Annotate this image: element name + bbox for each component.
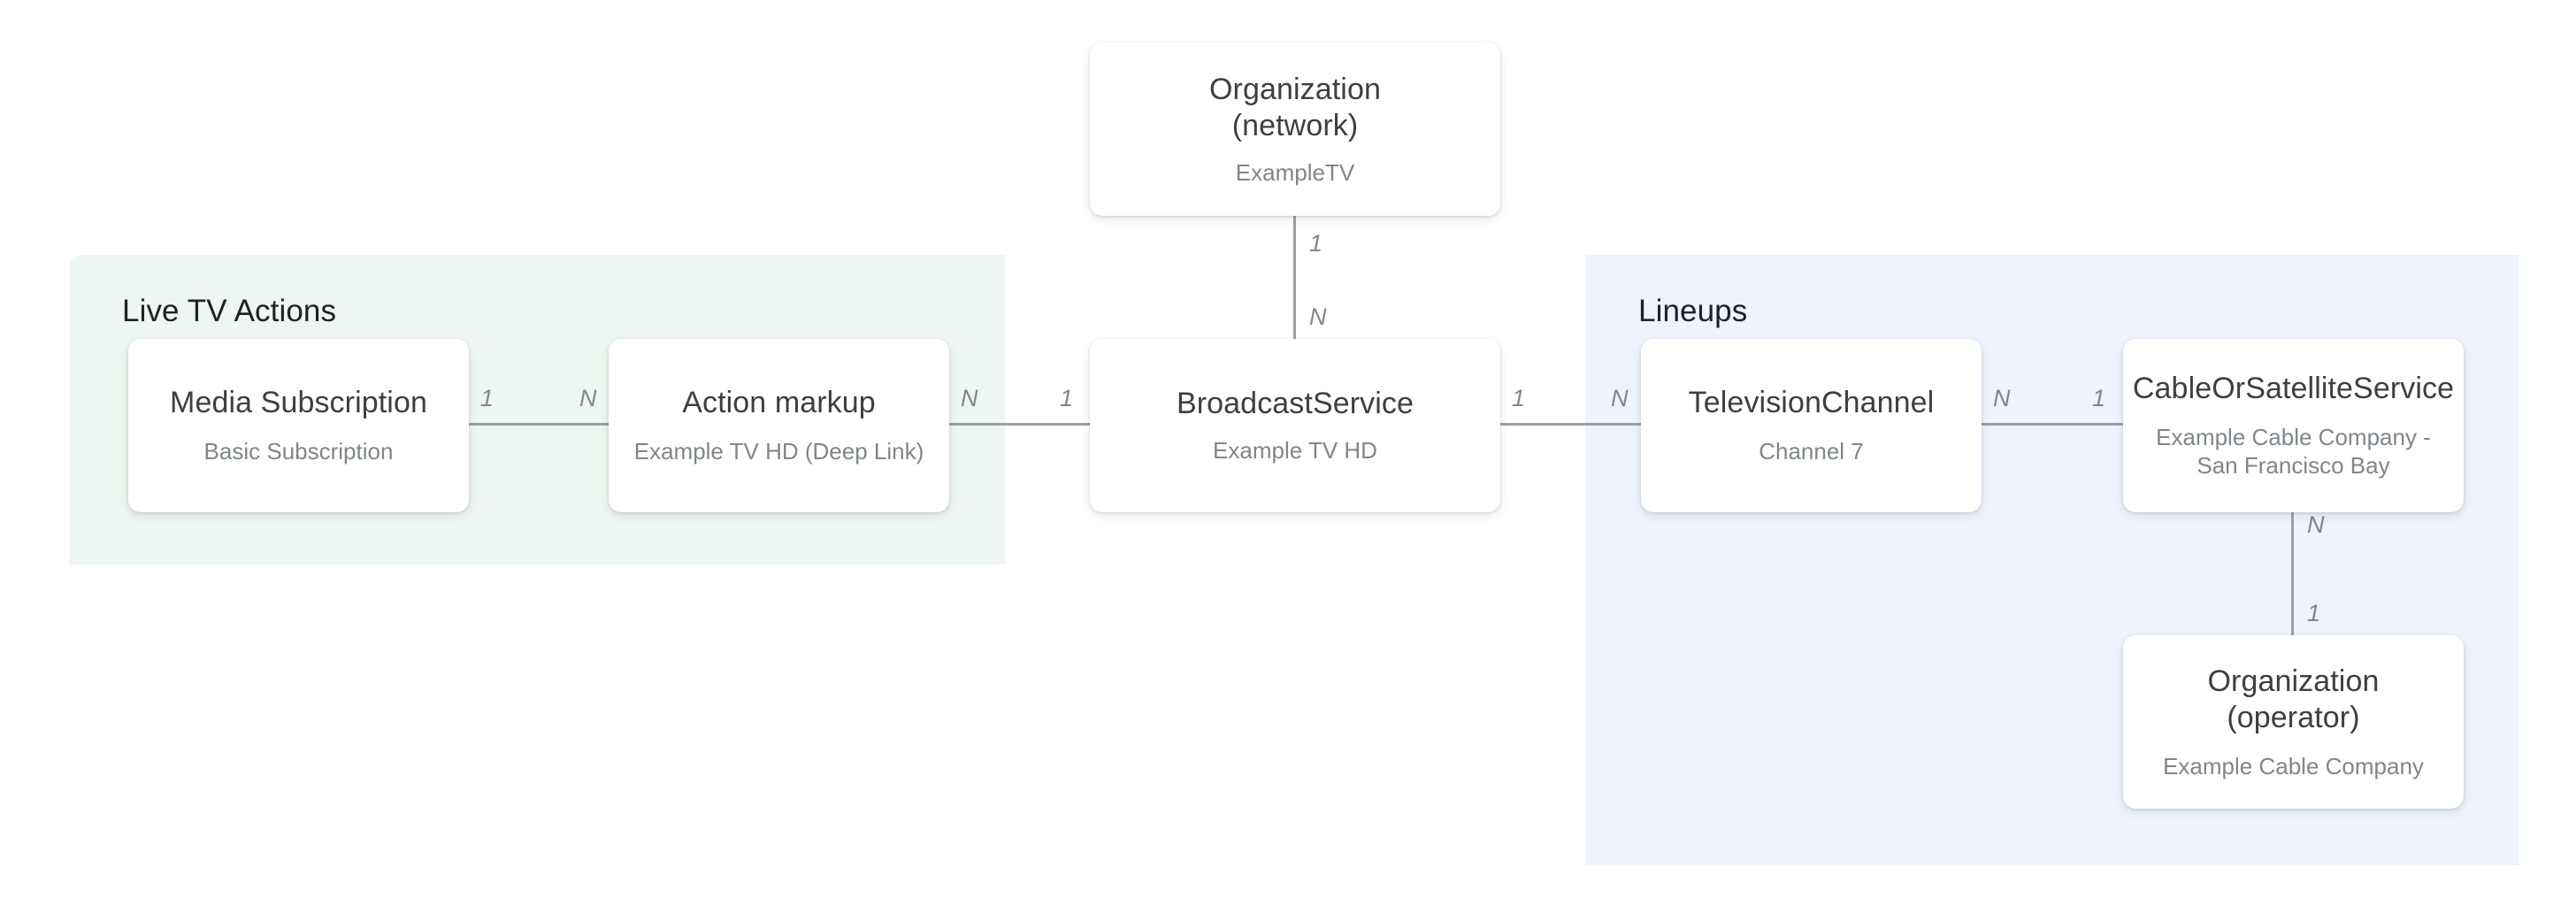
node-television-channel-subtitle: Channel 7 — [1759, 438, 1864, 465]
node-organization-operator[interactable]: Organization (operator) Example Cable Co… — [2123, 635, 2464, 809]
edge-television-channel-to-cable-satellite-service — [1980, 423, 2124, 426]
node-media-subscription-title: Media Subscription — [170, 386, 427, 420]
panel-lineups-title: Lineups — [1638, 294, 1748, 328]
node-organization-network-title: Organization (network) — [1209, 72, 1381, 142]
edge-label-television-channel-n: N — [1611, 385, 1629, 411]
node-action-markup-subtitle: Example TV HD (Deep Link) — [633, 438, 924, 465]
node-cable-or-satellite-service-title: CableOrSatelliteService — [2132, 372, 2455, 406]
node-media-subscription[interactable]: Media Subscription Basic Subscription — [128, 339, 469, 512]
edge-broadcast-service-to-television-channel — [1499, 423, 1643, 426]
node-organization-operator-subtitle: Example Cable Company — [2163, 752, 2424, 779]
edge-label-broadcast-service-1-left: 1 — [1060, 385, 1074, 411]
edge-label-broadcast-service-1-right: 1 — [1512, 385, 1526, 411]
node-media-subscription-subtitle: Basic Subscription — [203, 438, 394, 465]
edge-media-subscription-to-action-markup — [467, 423, 610, 426]
node-broadcast-service[interactable]: BroadcastService Example TV HD — [1090, 339, 1500, 512]
node-television-channel[interactable]: TelevisionChannel Channel 7 — [1641, 339, 1982, 512]
edge-label-broadcast-service-n: N — [1309, 303, 1327, 330]
node-action-markup-title: Action markup — [682, 386, 876, 420]
edge-cable-satellite-service-to-organization-operator — [2291, 512, 2294, 635]
edge-label-cable-satellite-service-n: N — [2307, 511, 2325, 538]
edge-label-action-markup-n: N — [579, 385, 597, 411]
node-broadcast-service-title: BroadcastService — [1176, 387, 1414, 421]
node-cable-or-satellite-service-subtitle: Example Cable Company - San Francisco Ba… — [2156, 423, 2431, 480]
edge-label-television-channel-n-right: N — [1993, 385, 2011, 411]
edge-label-media-subscription-1: 1 — [480, 385, 494, 411]
edge-action-markup-to-broadcast-service — [947, 423, 1092, 426]
edge-label-organization-network-1: 1 — [1309, 230, 1323, 257]
node-organization-network[interactable]: Organization (network) ExampleTV — [1090, 42, 1500, 216]
edge-label-organization-operator-1: 1 — [2307, 600, 2321, 626]
node-television-channel-title: TelevisionChannel — [1688, 386, 1935, 420]
node-broadcast-service-subtitle: Example TV HD — [1213, 437, 1377, 465]
panel-live-tv-actions-title: Live TV Actions — [122, 294, 337, 328]
edge-label-action-markup-n-right: N — [961, 385, 978, 411]
edge-label-cable-satellite-service-1: 1 — [2092, 385, 2106, 411]
node-organization-network-subtitle: ExampleTV — [1235, 158, 1355, 186]
node-action-markup[interactable]: Action markup Example TV HD (Deep Link) — [609, 339, 949, 512]
node-cable-or-satellite-service[interactable]: CableOrSatelliteService Example Cable Co… — [2123, 339, 2464, 512]
node-organization-operator-title: Organization (operator) — [2207, 664, 2380, 734]
edge-organization-network-to-broadcast-service — [1293, 216, 1296, 339]
